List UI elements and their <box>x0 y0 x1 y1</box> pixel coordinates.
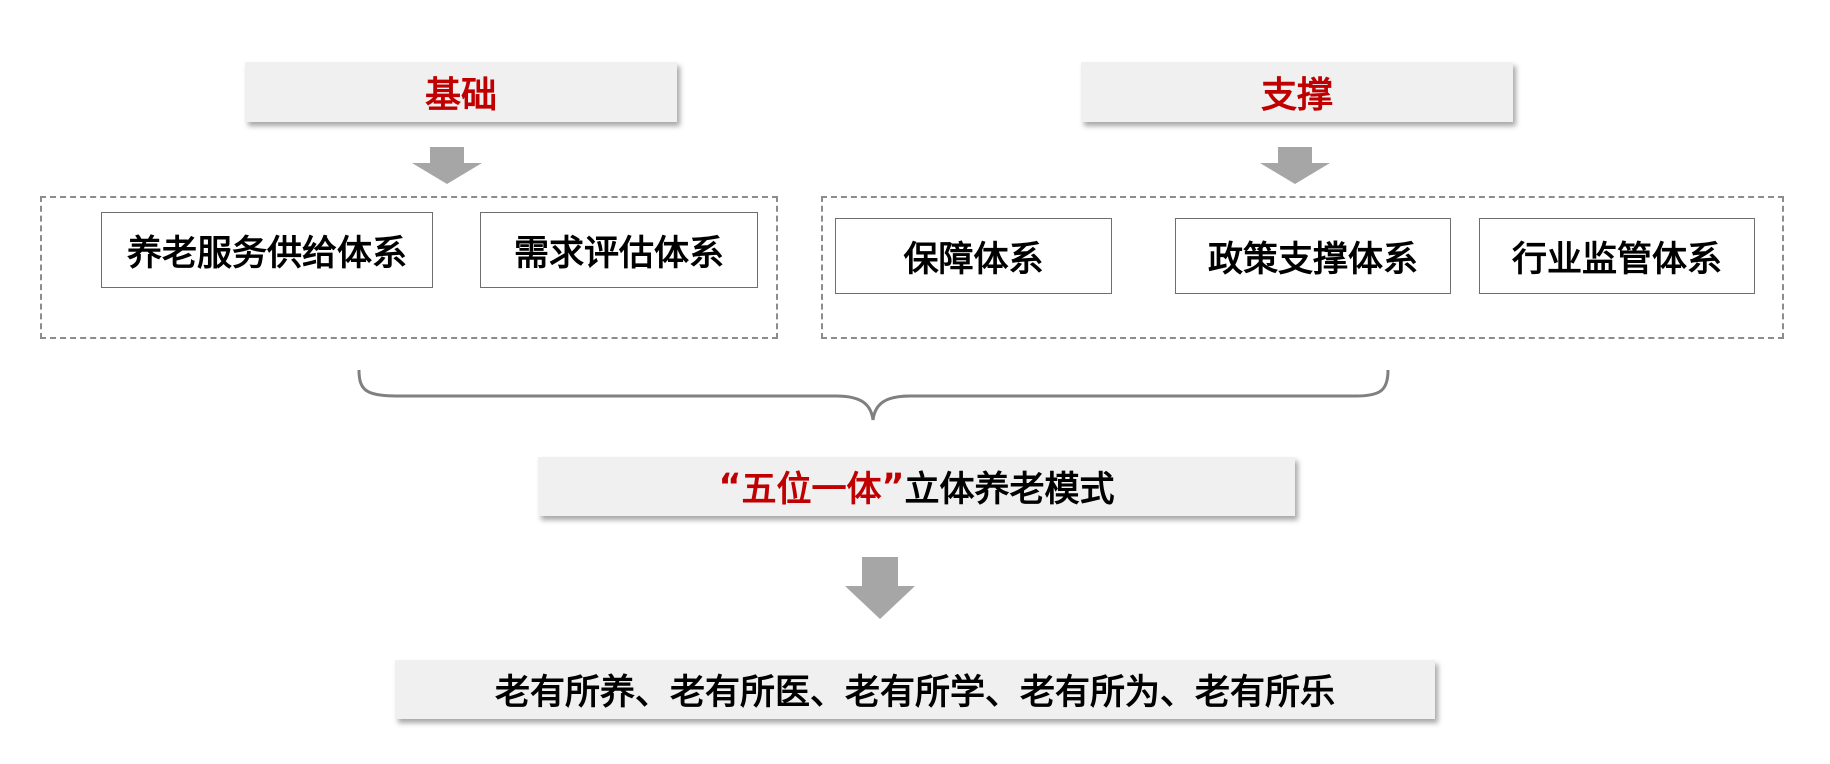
foundation-down-arrow-icon <box>412 147 482 184</box>
foundation-header: 基础 <box>245 62 677 122</box>
industry-supervision-box: 行业监管体系 <box>1479 218 1755 294</box>
support-header: 支撑 <box>1081 62 1513 122</box>
model-box: “五位一体”立体养老模式 <box>538 457 1295 516</box>
model-suffix: 立体养老模式 <box>904 470 1115 510</box>
supply-system-label: 养老服务供给体系 <box>126 233 407 274</box>
model-highlight: 五位一体 <box>741 470 882 510</box>
supply-system-box: 养老服务供给体系 <box>101 212 433 288</box>
support-down-arrow-icon <box>1260 147 1330 184</box>
industry-supervision-label: 行业监管体系 <box>1511 239 1722 280</box>
foundation-title: 基础 <box>424 75 497 116</box>
policy-support-box: 政策支撑体系 <box>1175 218 1451 294</box>
security-system-box: 保障体系 <box>835 218 1112 294</box>
support-group <box>821 196 1784 339</box>
result-down-arrow-icon <box>845 557 915 619</box>
demand-assessment-label: 需求评估体系 <box>513 233 724 274</box>
model-quote-open: “ <box>718 466 742 507</box>
support-title: 支撑 <box>1260 75 1333 116</box>
result-text: 老有所养、老有所医、老有所学、老有所为、老有所乐 <box>494 673 1335 713</box>
demand-assessment-box: 需求评估体系 <box>480 212 758 288</box>
foundation-group <box>40 196 778 339</box>
model-quote-close: ” <box>881 466 905 507</box>
merge-brace <box>357 370 1390 421</box>
security-system-label: 保障体系 <box>903 239 1044 280</box>
result-box: 老有所养、老有所医、老有所学、老有所为、老有所乐 <box>395 660 1435 719</box>
policy-support-label: 政策支撑体系 <box>1207 239 1418 280</box>
